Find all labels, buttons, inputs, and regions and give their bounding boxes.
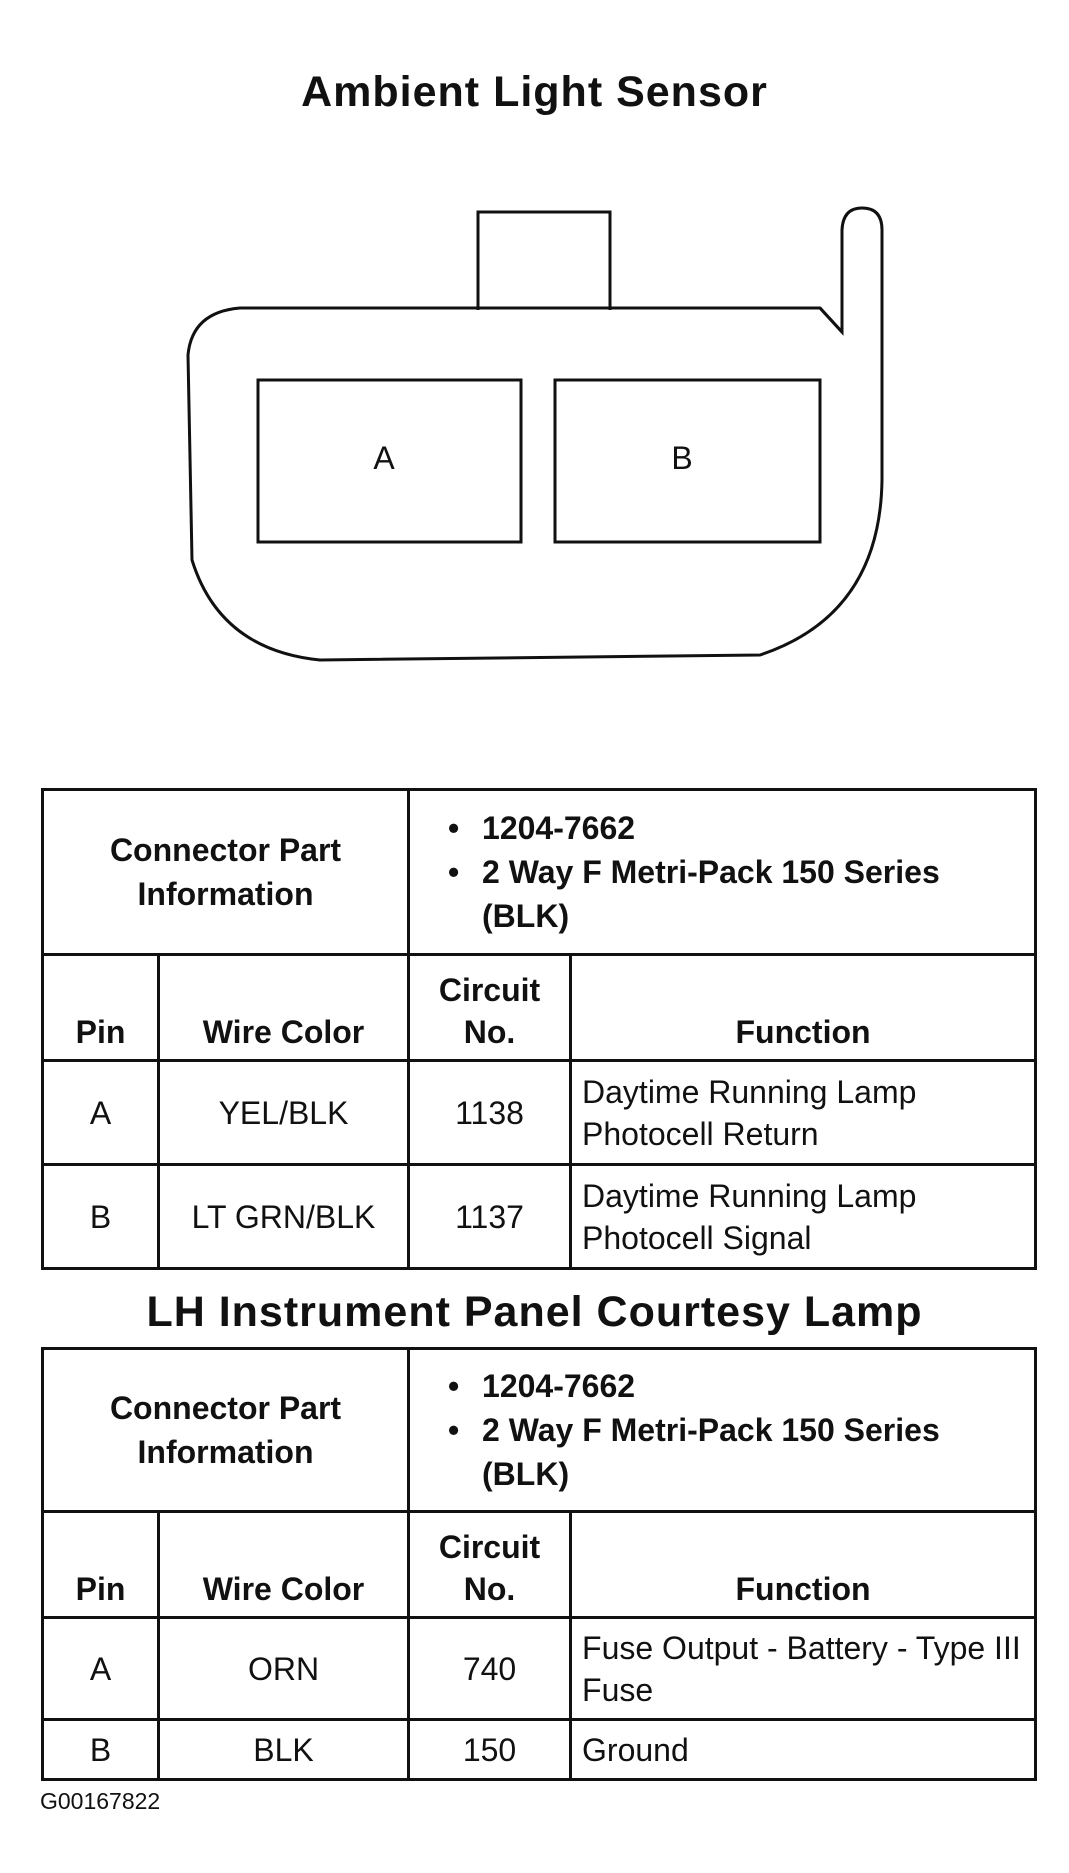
table-row: A ORN 740 Fuse Output - Battery - Type I… bbox=[41, 1616, 1038, 1721]
cell-function: Ground bbox=[569, 1718, 1038, 1781]
connector-table-ambient-light-sensor: Connector Part Information 1204-7662 2 W… bbox=[40, 788, 1038, 1270]
part-number: 1204-7662 bbox=[448, 806, 1034, 850]
cell-pin: A bbox=[41, 1059, 160, 1166]
cell-pin: B bbox=[41, 1163, 160, 1270]
cell-circuit: 1138 bbox=[407, 1059, 573, 1166]
pin-label-a: A bbox=[373, 440, 395, 476]
figure-code: G00167822 bbox=[40, 1788, 161, 1814]
cell-pin: B bbox=[41, 1718, 160, 1781]
cell-pin: A bbox=[41, 1616, 160, 1721]
cell-circuit: 150 bbox=[407, 1718, 573, 1781]
connector-body-outline bbox=[186, 206, 884, 662]
pin-label-b: B bbox=[671, 440, 693, 476]
connector-part-info-label: Connector Part Information bbox=[40, 1347, 411, 1513]
part-number: 1204-7662 bbox=[448, 1364, 1034, 1408]
pin-cavity-a bbox=[256, 378, 523, 544]
cell-function: Fuse Output - Battery - Type III Fuse bbox=[569, 1616, 1038, 1721]
connector-latch-line bbox=[818, 306, 844, 334]
table-row: B BLK 150 Ground bbox=[41, 1718, 1038, 1781]
pin-cavity-b bbox=[553, 378, 822, 544]
table-row: B LT GRN/BLK 1137 Daytime Running Lamp P… bbox=[41, 1163, 1038, 1270]
table-row: A YEL/BLK 1138 Daytime Running Lamp Phot… bbox=[41, 1059, 1038, 1166]
header-pin: Pin bbox=[41, 1510, 160, 1619]
header-circuit-no: Circuit No. bbox=[407, 1510, 573, 1619]
cell-function: Daytime Running Lamp Photocell Return bbox=[569, 1059, 1038, 1166]
connector-part-info-values: 1204-7662 2 Way F Metri-Pack 150 Series … bbox=[407, 788, 1038, 956]
header-function: Function bbox=[569, 1510, 1038, 1619]
cell-wire-color: LT GRN/BLK bbox=[156, 1163, 411, 1270]
header-wire-color: Wire Color bbox=[156, 953, 411, 1062]
section-title: Ambient Light Sensor bbox=[301, 68, 768, 116]
header-wire-color: Wire Color bbox=[156, 1510, 411, 1619]
cell-wire-color: ORN bbox=[156, 1616, 411, 1721]
section-title: LH Instrument Panel Courtesy Lamp bbox=[146, 1288, 923, 1336]
connector-part-info-values: 1204-7662 2 Way F Metri-Pack 150 Series … bbox=[407, 1347, 1038, 1513]
cell-wire-color: BLK bbox=[156, 1718, 411, 1781]
header-function: Function bbox=[569, 953, 1038, 1062]
cell-wire-color: YEL/BLK bbox=[156, 1059, 411, 1166]
connector-part-info-text: Connector Part Information bbox=[109, 832, 342, 912]
connector-part-info-text: Connector Part Information bbox=[109, 1390, 342, 1470]
header-circuit-no: Circuit No. bbox=[407, 953, 573, 1062]
cell-circuit: 740 bbox=[407, 1616, 573, 1721]
connector-part-info-label: Connector Part Information bbox=[40, 788, 411, 956]
part-description: 2 Way F Metri-Pack 150 Series (BLK) bbox=[448, 850, 1034, 938]
connector-table-lh-courtesy-lamp: Connector Part Information 1204-7662 2 W… bbox=[40, 1347, 1038, 1781]
cell-function: Daytime Running Lamp Photocell Signal bbox=[569, 1163, 1038, 1270]
header-pin: Pin bbox=[41, 953, 160, 1062]
cell-circuit: 1137 bbox=[407, 1163, 573, 1270]
part-description: 2 Way F Metri-Pack 150 Series (BLK) bbox=[448, 1408, 1034, 1496]
connector-lock-tab bbox=[476, 210, 612, 310]
connector-diagram bbox=[186, 206, 884, 662]
